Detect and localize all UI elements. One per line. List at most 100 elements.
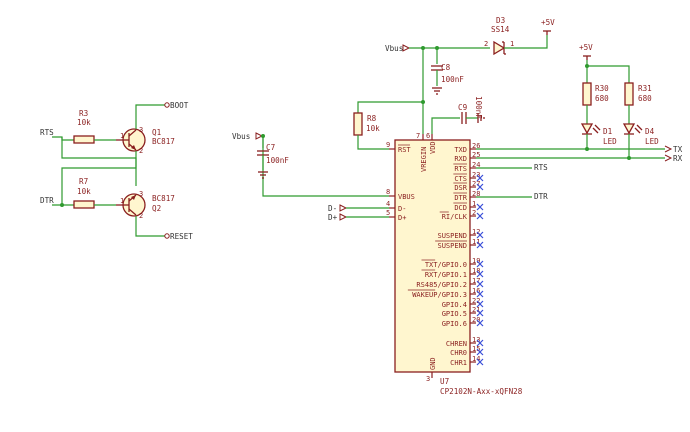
ic-pin-txt-gpio-0: TXT/GPIO.0 (425, 261, 467, 269)
pin-dm: D- (398, 205, 406, 213)
r3-ref: R3 (79, 109, 88, 118)
tx-label: TX (673, 145, 683, 154)
resistor-r7 (73, 200, 95, 209)
ic-pin-suspend: SUSPEND (437, 232, 467, 240)
ic-pin-chr0: CHR0 (450, 349, 467, 357)
transistor-q1: 1 3 2 (116, 126, 146, 155)
ic-pin-number: 27 (472, 180, 480, 188)
resistor-r31 (624, 82, 634, 106)
d4-ref: D4 (645, 127, 655, 136)
svg-text:3: 3 (139, 126, 143, 134)
ic-pin-dsr: DSR (454, 184, 467, 192)
ic-pin-number: 2 (472, 209, 476, 217)
rts-net-label: RTS (534, 163, 548, 172)
c8-value: 100nF (441, 75, 464, 84)
ic-pin-cts: CTS (454, 175, 467, 183)
svg-text:6: 6 (426, 132, 430, 140)
q2-value: Q2 (152, 204, 161, 213)
ic-pin-gpio-6: GPIO.6 (442, 320, 467, 328)
ic-pin-number: 24 (472, 161, 480, 169)
ic-pin-number: 13 (472, 336, 480, 344)
d3-ref: D3 (496, 16, 505, 25)
u7-ref: U7 (440, 377, 449, 386)
reset-label: RESET (170, 232, 193, 241)
r8-ref: R8 (367, 114, 377, 123)
svg-text:2: 2 (139, 212, 143, 220)
c9-value: 100nF (474, 96, 483, 119)
ic-pin-number: 19 (472, 257, 480, 265)
diode-d3: 2 1 (484, 40, 514, 56)
pin-vdd: VDD (429, 141, 437, 154)
d1-ref: D1 (603, 127, 613, 136)
svg-text:5: 5 (386, 209, 390, 217)
r30-ref: R30 (595, 84, 609, 93)
auto-reset-circuit: RTS R3 10k 1 3 2 Q1 BC817 BOOT DTR R (40, 101, 193, 241)
resistor-r3 (73, 135, 95, 144)
svg-text:3: 3 (139, 190, 143, 198)
ic-pin-suspend: SUSPEND (437, 242, 467, 250)
r31-value: 680 (638, 94, 652, 103)
power-section: Vbus C8 100nF 2 1 D3 SS14 +5V (353, 16, 555, 150)
pin-vregin: VREGIN (420, 147, 428, 172)
ic-pin-txd: TXD (454, 146, 467, 154)
dplus-label: D+ (328, 213, 338, 222)
reset-port (164, 233, 170, 239)
ic-pin-number: 21 (472, 306, 480, 314)
d1-value: LED (603, 137, 617, 146)
ic-pin-number: 25 (472, 151, 480, 159)
ic-u7: 9 8 4 5 RST VBUS D- D+ 7 6 VREGIN VDD 3 … (386, 132, 523, 396)
ic-pin-rts: RTS (454, 165, 467, 173)
ic-pin-ri-clk: RI/CLK (442, 213, 468, 221)
ic-pin-dcd: DCD (454, 204, 467, 212)
ic-pin-gpio-4: GPIO.4 (442, 301, 467, 309)
ic-pin-rxd: RXD (454, 155, 467, 163)
ic-pin-number: 23 (472, 171, 480, 179)
r8-value: 10k (366, 124, 380, 133)
svg-text:7: 7 (416, 132, 420, 140)
q1-ref: Q1 (152, 128, 162, 137)
ic-pin-number: 17 (472, 277, 480, 285)
svg-text:4: 4 (386, 200, 390, 208)
c9-ref: C9 (458, 103, 468, 112)
c7-value: 100nF (266, 156, 289, 165)
c8-ref: C8 (441, 63, 451, 72)
dtr-net-label: DTR (534, 192, 548, 201)
ic-pin-wakeup-gpio-3: WAKEUP/GPIO.3 (412, 291, 467, 299)
svg-text:9: 9 (386, 141, 390, 149)
led-indicators: TX RX RTS DTR +5V R30 680 R31 680 (476, 43, 683, 201)
usb-data-lines: D- D+ (328, 204, 389, 222)
rts-input-label: RTS (40, 128, 54, 137)
ic-pin-number: 15 (472, 345, 480, 353)
rx-label: RX (673, 154, 683, 163)
r30-value: 680 (595, 94, 609, 103)
q1-value: BC817 (152, 137, 175, 146)
svg-text:2: 2 (139, 147, 143, 155)
ic-pin-chr1: CHR1 (450, 359, 467, 367)
resistor-r8 (353, 112, 363, 136)
dtr-input-label: DTR (40, 196, 54, 205)
c7-ref: C7 (266, 143, 275, 152)
plus5v-top-label: +5V (541, 18, 555, 27)
ic-pin-number: 26 (472, 142, 480, 150)
ic-pin-dtr: DTR (454, 194, 467, 202)
boot-label: BOOT (170, 101, 189, 110)
pin-vbus: VBUS (398, 193, 415, 201)
ic-pin-number: 14 (472, 355, 480, 363)
boot-port (164, 102, 170, 108)
svg-text:3: 3 (426, 375, 430, 383)
svg-text:1: 1 (120, 197, 124, 205)
d3-value: SS14 (491, 25, 510, 34)
ic-pin-gpio-5: GPIO.5 (442, 310, 467, 318)
svg-text:8: 8 (386, 188, 390, 196)
ic-pin-rs485-gpio-2: RS485/GPIO.2 (416, 281, 467, 289)
ic-pin-number: 28 (472, 190, 480, 198)
vbus-input-section: Vbus C7 100nF (232, 132, 389, 197)
plus5v-right-label: +5V (579, 43, 593, 52)
ic-pin-number: 1 (472, 200, 476, 208)
vbus-label-top: Vbus (385, 44, 403, 53)
ic-u7-body (394, 139, 471, 373)
ic-pin-number: 20 (472, 316, 480, 324)
r7-value: 10k (77, 187, 91, 196)
